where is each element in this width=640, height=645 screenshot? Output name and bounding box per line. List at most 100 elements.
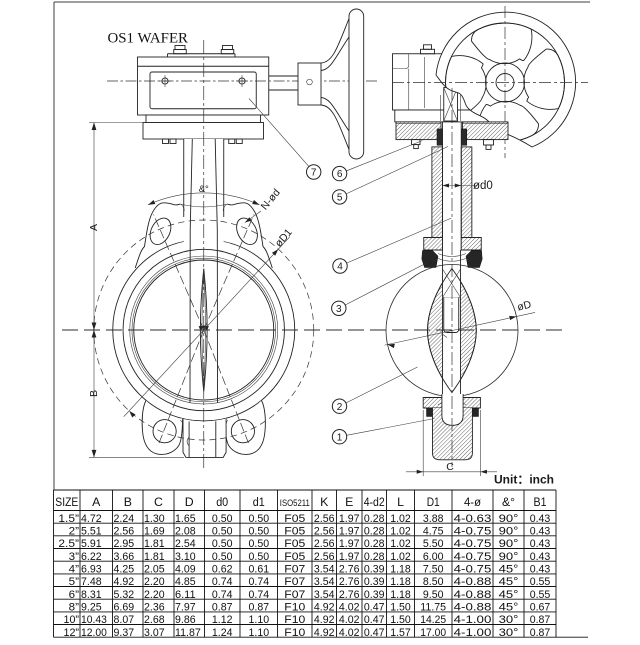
svg-text:4: 4 [337,262,343,273]
svg-text:L: L [397,495,404,509]
svg-text:45°: 45° [499,576,519,588]
svg-text:2.56: 2.56 [114,525,135,537]
svg-text:0.43: 0.43 [530,551,551,563]
svg-text:F05: F05 [284,538,305,550]
svg-text:2.56: 2.56 [314,538,335,550]
svg-text:4”: 4” [69,564,80,576]
svg-text:0.43: 0.43 [530,525,551,537]
svg-text:30°: 30° [499,614,519,626]
svg-text:9.50: 9.50 [423,589,444,601]
svg-text:0.50: 0.50 [212,551,233,563]
svg-text:8.50: 8.50 [423,576,444,588]
svg-text:4-1.00: 4-1.00 [454,614,492,626]
svg-text:1.97: 1.97 [339,538,360,550]
svg-text:1.18: 1.18 [390,589,411,601]
svg-text:9.25: 9.25 [81,602,102,614]
svg-text:5.51: 5.51 [81,525,102,537]
svg-text:4-0.75: 4-0.75 [454,538,492,550]
svg-text:1: 1 [337,432,343,443]
svg-text:12.00: 12.00 [81,627,107,639]
svg-text:2.20: 2.20 [144,589,165,601]
svg-text:1.18: 1.18 [390,564,411,576]
svg-text:1.97: 1.97 [339,551,360,563]
svg-text:0.39: 0.39 [364,564,385,576]
svg-text:6.00: 6.00 [423,551,444,563]
svg-text:D: D [185,495,194,509]
svg-text:45°: 45° [499,602,519,614]
svg-text:4.92: 4.92 [314,627,335,639]
svg-text:F05: F05 [284,551,305,563]
svg-text:2.5”: 2.5” [58,538,79,550]
svg-text:11.87: 11.87 [175,627,201,639]
svg-text:1.24: 1.24 [212,627,233,639]
svg-text:6.69: 6.69 [114,602,135,614]
svg-text:5.32: 5.32 [114,589,135,601]
svg-text:3: 3 [336,304,342,315]
svg-text:5”: 5” [69,576,80,588]
svg-text:7.48: 7.48 [81,576,102,588]
svg-text:4-d2: 4-d2 [364,495,385,509]
svg-text:0.28: 0.28 [364,551,385,563]
svg-text:4.92: 4.92 [114,576,135,588]
svg-text:12”: 12” [64,627,80,639]
svg-text:F05: F05 [284,513,305,525]
svg-text:&°: &° [199,184,209,195]
svg-text:F10: F10 [284,614,305,626]
svg-text:K: K [320,495,329,509]
svg-text:3.54: 3.54 [314,564,335,576]
svg-text:10.43: 10.43 [81,614,107,626]
svg-text:30°: 30° [499,627,519,639]
svg-text:1.97: 1.97 [339,525,360,537]
svg-text:1.18: 1.18 [390,576,411,588]
svg-text:1.57: 1.57 [390,627,411,639]
svg-text:0.47: 0.47 [364,614,385,626]
svg-text:B: B [88,390,100,397]
svg-text:2.20: 2.20 [144,576,165,588]
svg-text:0.87: 0.87 [249,602,270,614]
svg-text:F07: F07 [284,564,305,576]
svg-text:0.74: 0.74 [212,576,233,588]
svg-text:F07: F07 [284,576,305,588]
svg-text:øD: øD [516,299,533,314]
svg-text:1.02: 1.02 [390,538,411,550]
svg-text:2”: 2” [69,525,80,537]
svg-text:7: 7 [311,168,317,179]
svg-text:0.74: 0.74 [249,576,270,588]
svg-text:0.50: 0.50 [249,538,270,550]
svg-text:0.39: 0.39 [364,576,385,588]
svg-text:1.02: 1.02 [390,525,411,537]
svg-text:5.91: 5.91 [81,538,102,550]
svg-text:4.85: 4.85 [175,576,196,588]
svg-text:D1: D1 [427,495,440,509]
svg-text:4-0.88: 4-0.88 [454,576,492,588]
svg-text:0.87: 0.87 [530,627,551,639]
svg-text:Unit：inch: Unit：inch [494,473,554,487]
svg-text:0.43: 0.43 [530,513,551,525]
svg-text:0.87: 0.87 [530,614,551,626]
svg-text:SIZE: SIZE [55,495,78,509]
svg-text:3.10: 3.10 [175,551,196,563]
svg-text:N-ød: N-ød [259,187,283,213]
svg-text:F07: F07 [284,589,305,601]
svg-text:9.37: 9.37 [114,627,135,639]
svg-text:4.92: 4.92 [314,602,335,614]
svg-text:8.07: 8.07 [114,614,135,626]
svg-text:90°: 90° [499,513,519,525]
svg-text:1.97: 1.97 [339,513,360,525]
svg-text:5: 5 [337,193,343,204]
svg-text:45°: 45° [499,564,519,576]
svg-text:0.50: 0.50 [249,513,270,525]
svg-text:4.72: 4.72 [81,513,102,525]
svg-text:ød0: ød0 [473,180,493,192]
svg-text:1.50: 1.50 [390,614,411,626]
svg-text:2.56: 2.56 [314,551,335,563]
svg-text:7.50: 7.50 [423,564,444,576]
svg-text:1.81: 1.81 [144,538,165,550]
svg-text:8.31: 8.31 [81,589,102,601]
svg-text:E: E [345,495,353,509]
svg-text:0.87: 0.87 [212,602,233,614]
svg-text:2.76: 2.76 [339,564,360,576]
svg-text:0.67: 0.67 [530,602,551,614]
svg-text:6.93: 6.93 [81,564,102,576]
svg-text:2.24: 2.24 [114,513,135,525]
